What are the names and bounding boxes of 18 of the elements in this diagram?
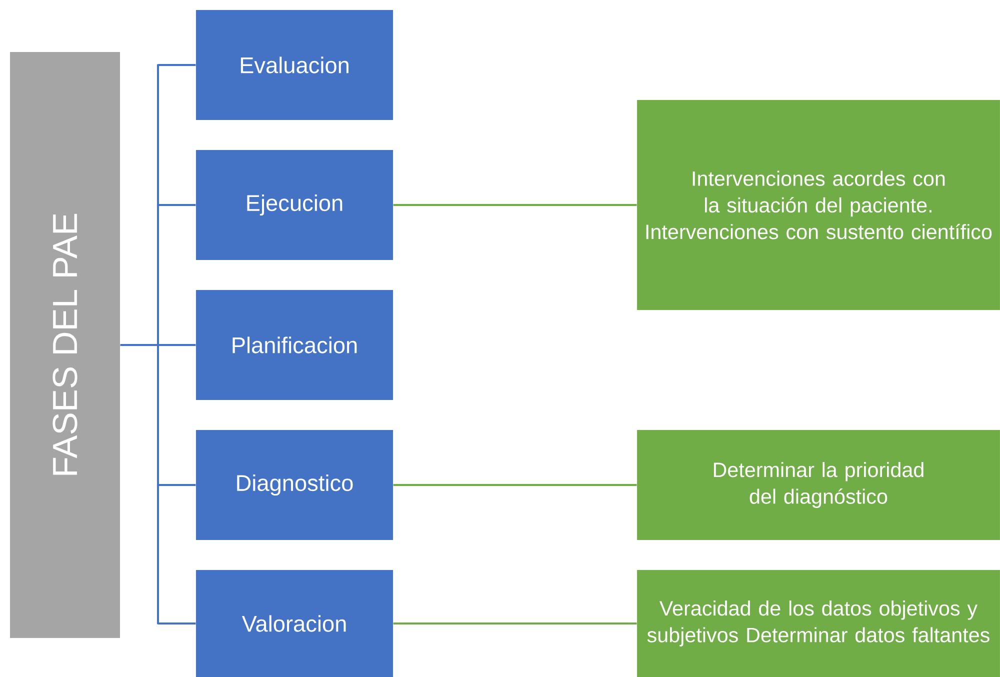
- note-box: Intervenciones acordes con la situación del paciente. Intervenciones con sustento científico: [637, 100, 1000, 310]
- connector-line: [158, 484, 196, 486]
- connector-line: [158, 344, 196, 346]
- title-box: FASES DEL PAE: [10, 52, 120, 638]
- note-box: Determinar la prioridad del diagnóstico: [637, 430, 1000, 540]
- phase-box: Evaluacion: [196, 10, 394, 120]
- connector-line: [158, 64, 196, 66]
- connector-line: [393, 204, 637, 206]
- connector-line: [158, 622, 196, 624]
- connector-line: [119, 63, 159, 626]
- phase-box: Valoracion: [196, 570, 394, 677]
- connector-line: [393, 622, 637, 624]
- connector-line: [158, 204, 196, 206]
- phase-box: Ejecucion: [196, 150, 394, 260]
- connector-line: [393, 484, 637, 486]
- phase-box: Planificacion: [196, 290, 394, 400]
- note-box: Veracidad de los datos objetivos y subjetivos Determinar datos faltantes: [637, 570, 1000, 677]
- phase-box: Diagnostico: [196, 430, 394, 540]
